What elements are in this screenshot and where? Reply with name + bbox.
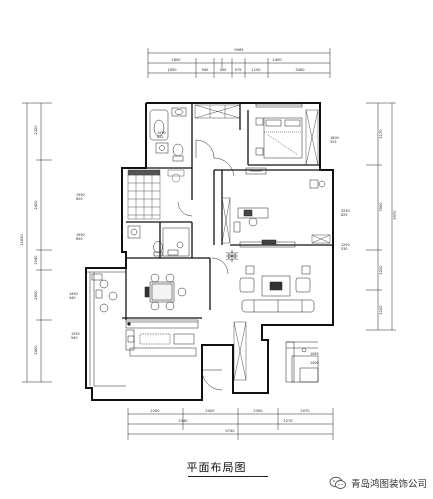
room-label-line: 650 <box>76 237 82 241</box>
room-label-line: 642 <box>157 135 163 139</box>
watermark: 青岛鸿图装饰公司 <box>329 476 427 490</box>
bottom-dim-4: 2070 <box>300 409 310 413</box>
room-label-line: 825 <box>341 213 347 217</box>
bottom-sub-1: 2340 <box>178 419 188 423</box>
room-label-line: 325 <box>330 140 336 144</box>
study-room <box>233 167 326 248</box>
door-swings <box>177 139 235 391</box>
left-dim-4: 2600 <box>34 290 38 300</box>
balcony-window <box>86 267 126 387</box>
top-dim-4: 575 <box>235 68 242 72</box>
top-inner-dim-2: 2400 <box>272 58 282 62</box>
room-label-line: 940 <box>71 336 77 340</box>
watermark-text: 青岛鸿图装饰公司 <box>350 479 427 490</box>
wechat-icon <box>329 476 346 489</box>
bottom-sub-2: 2270 <box>283 419 293 423</box>
exterior-walls <box>85 102 334 401</box>
left-dim-2: 2420 <box>34 200 38 210</box>
right-total-dim: 9970 <box>393 210 397 220</box>
left-total-dim: 11830 <box>20 234 24 246</box>
bottom-total-dim: 9740 <box>225 429 235 433</box>
right-dim-2: 3500 <box>379 202 383 212</box>
entry-dim-a: 1065 <box>310 352 319 356</box>
wardrobe-hall <box>233 321 247 381</box>
bathroom-top <box>149 107 187 162</box>
bottom-dim-2: 2420 <box>205 409 215 413</box>
bedroom-tiled <box>127 169 185 220</box>
dining-table <box>144 273 187 311</box>
top-dim-2: 940 <box>202 68 210 72</box>
bottom-dim-1: 2200 <box>150 409 160 413</box>
bottom-dimension-lines <box>127 408 334 440</box>
top-dim-6: 3400 <box>295 68 305 72</box>
living-room-furniture <box>239 265 315 313</box>
wardrobe-living <box>311 234 331 244</box>
kitchen <box>125 319 199 357</box>
top-dim-3: 900 <box>220 68 228 72</box>
top-inner-dim-1: 1800 <box>171 58 181 62</box>
right-dim-1: 2170 <box>379 129 383 139</box>
top-dim-1: 1950 <box>167 68 177 72</box>
left-dim-3: 2040 <box>34 255 38 265</box>
left-dim-5: 2400 <box>34 345 38 355</box>
entry-area <box>285 341 319 383</box>
left-dim-1: 2320 <box>34 125 38 135</box>
room-label-line: 530 <box>341 247 347 251</box>
bathroom-middle <box>127 225 190 257</box>
wardrobe-master <box>305 109 319 166</box>
plan-title: 平面布局图 <box>186 461 247 474</box>
window-top <box>255 102 303 108</box>
wardrobe-study <box>221 197 231 244</box>
balcony-chairs <box>91 273 118 313</box>
left-dimension-lines <box>22 102 52 383</box>
master-bed <box>255 117 303 159</box>
wardrobe-top <box>194 104 241 119</box>
plant-icon <box>225 250 239 262</box>
entry-dim-b: 1400 <box>310 361 319 365</box>
title-underline <box>188 476 268 477</box>
right-dim-3: 2200 <box>379 265 383 275</box>
top-total-dim: 9065 <box>234 48 243 52</box>
room-label-line: 440 <box>69 296 75 300</box>
right-dimension-lines <box>366 102 396 331</box>
room-label-line: 620 <box>76 197 82 201</box>
top-dim-5: 1150 <box>251 68 261 72</box>
right-dim-4: 2100 <box>379 305 383 315</box>
top-dimension-lines <box>147 48 331 78</box>
bottom-dim-3: 2350 <box>253 409 263 413</box>
